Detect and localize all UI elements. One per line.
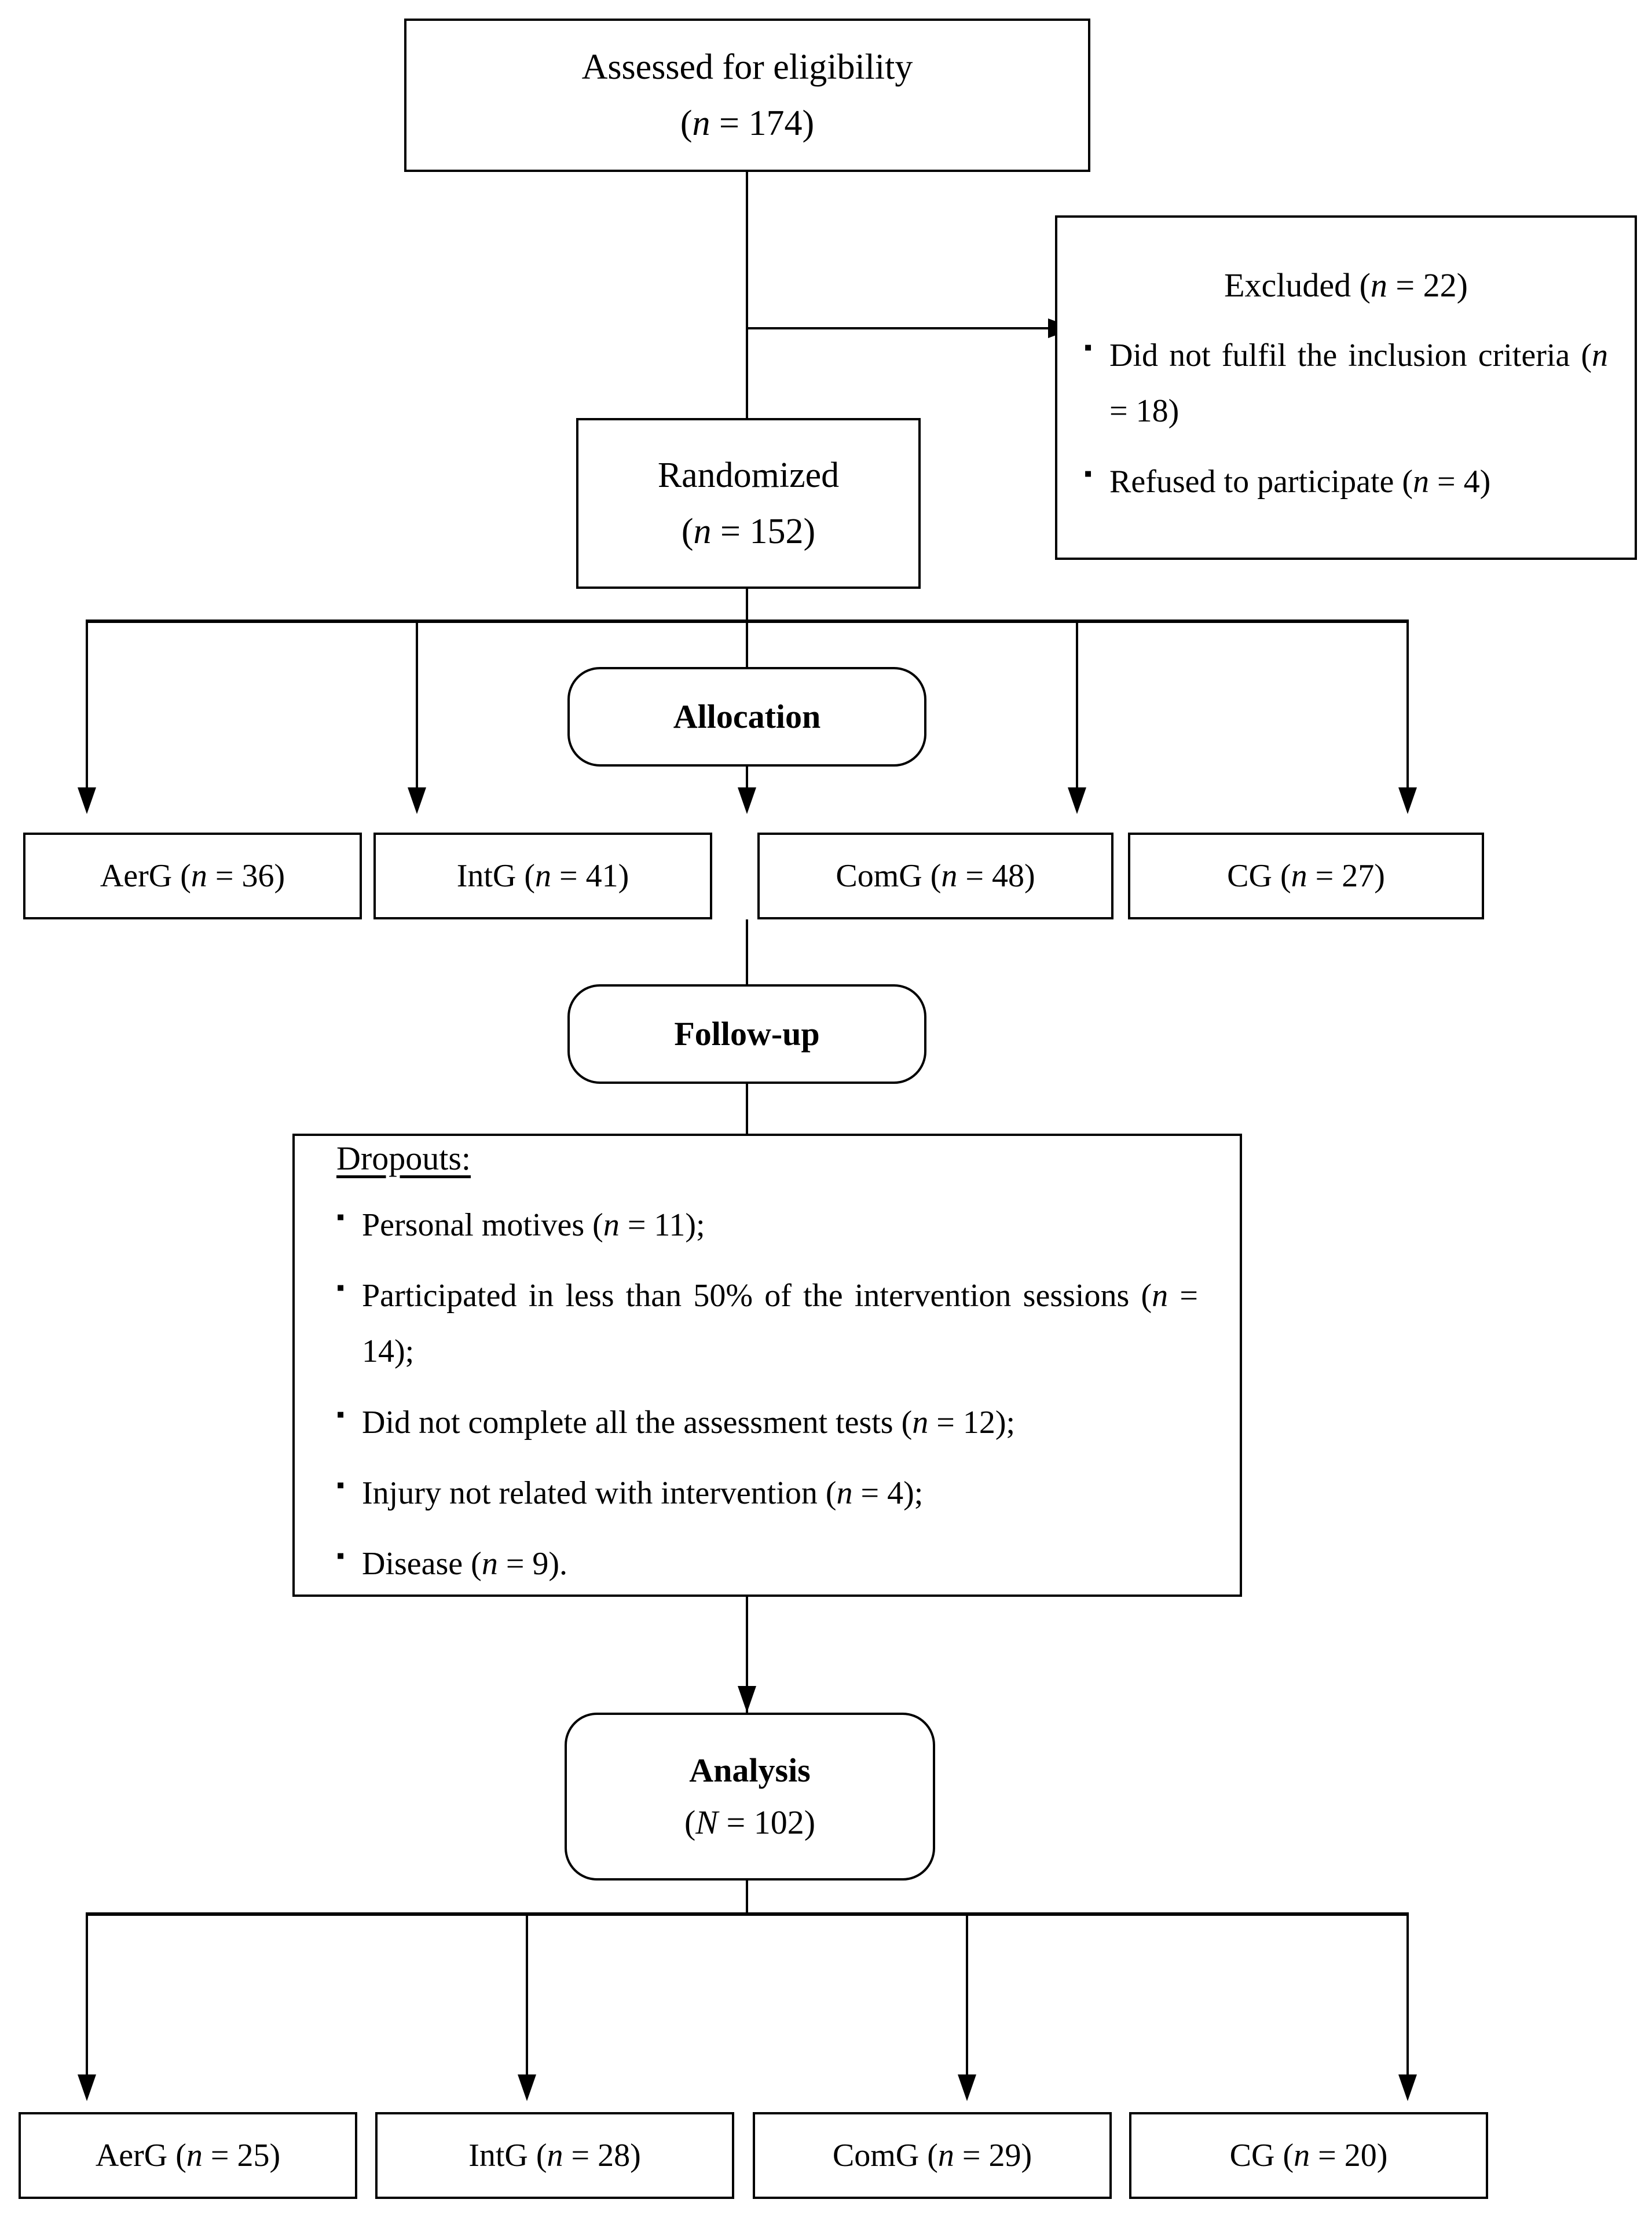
arrowhead-analysis-2 — [518, 2074, 536, 2101]
node-allocation-group-aerg: AerG (n = 36) — [23, 833, 362, 919]
excluded-item: ▪ Refused to participate (n = 4) — [1084, 454, 1608, 509]
allocation-group-label: IntG (n = 41) — [456, 857, 629, 894]
connector-alloc-2 — [416, 620, 418, 793]
connector-analysis-3 — [966, 1912, 968, 2080]
dropouts-item: ▪ Disease (n = 9). — [336, 1536, 1198, 1592]
dropouts-item-text: Personal motives (n = 11); — [362, 1207, 705, 1243]
node-analysis-group-comg: ComG (n = 29) — [753, 2112, 1112, 2199]
square-bullet-icon: ▪ — [336, 1203, 345, 1230]
assessed-count: (n = 174) — [680, 103, 815, 143]
dropouts-item: ▪ Participated in less than 50% of the i… — [336, 1268, 1198, 1380]
square-bullet-icon: ▪ — [336, 1274, 345, 1300]
dropouts-item-text: Did not complete all the assessment test… — [362, 1404, 1016, 1440]
connector-assessed-to-randomized — [746, 172, 748, 418]
randomized-title: Randomized — [657, 456, 840, 496]
stage-allocation: Allocation — [567, 667, 926, 767]
connector-dropouts-to-analysis — [746, 1597, 748, 1713]
node-randomized: Randomized (n = 152) — [576, 418, 921, 589]
allocation-group-label: AerG (n = 36) — [100, 857, 285, 894]
assessed-title: Assessed for eligibility — [581, 47, 913, 87]
connector-analysis-down — [746, 1881, 748, 1914]
connector-analysis-2 — [526, 1912, 528, 2080]
connector-alloc-3 — [1076, 620, 1078, 793]
node-analysis-group-cg: CG (n = 20) — [1129, 2112, 1488, 2199]
node-excluded: Excluded (n = 22) ▪ Did not fulfil the i… — [1055, 215, 1637, 560]
arrowhead-to-analysis — [738, 1686, 756, 1713]
followup-stage-label: Follow-up — [674, 1015, 820, 1053]
dropouts-title: Dropouts: — [336, 1139, 471, 1177]
excluded-item-text: Refused to participate (n = 4) — [1109, 464, 1491, 500]
connector-alloc-center — [746, 620, 748, 670]
square-bullet-icon: ▪ — [1084, 460, 1093, 487]
square-bullet-icon: ▪ — [1084, 333, 1093, 360]
connector-alloc-1 — [86, 620, 88, 793]
square-bullet-icon: ▪ — [336, 1401, 345, 1427]
distribution-bar-analysis — [86, 1912, 1409, 1916]
stage-analysis: Analysis (N = 102) — [565, 1713, 935, 1881]
square-bullet-icon: ▪ — [336, 1542, 345, 1569]
arrowhead-alloc-1 — [78, 787, 96, 814]
connector-followup-to-dropouts — [746, 1084, 748, 1135]
connector-alloc-center-lower — [746, 763, 748, 793]
arrowhead-alloc-2 — [408, 787, 426, 814]
allocation-group-label: ComG (n = 48) — [836, 857, 1035, 894]
dropouts-item-text: Disease (n = 9). — [362, 1546, 568, 1582]
arrowhead-analysis-3 — [958, 2074, 976, 2101]
connector-to-excluded — [746, 327, 1053, 329]
connector-analysis-1 — [86, 1912, 88, 2080]
dropouts-item-text: Participated in less than 50% of the int… — [362, 1277, 1198, 1370]
connector-alloc-4 — [1406, 620, 1409, 793]
node-analysis-group-intg: IntG (n = 28) — [375, 2112, 734, 2199]
node-allocation-group-cg: CG (n = 27) — [1128, 833, 1484, 919]
allocation-group-label: CG (n = 27) — [1227, 857, 1385, 894]
randomized-count: (n = 152) — [681, 511, 816, 551]
node-analysis-group-aerg: AerG (n = 25) — [19, 2112, 357, 2199]
analysis-group-label: AerG (n = 25) — [95, 2137, 281, 2173]
arrowhead-alloc-center — [738, 787, 756, 814]
arrowhead-analysis-1 — [78, 2074, 96, 2101]
node-allocation-group-comg: ComG (n = 48) — [757, 833, 1113, 919]
arrowhead-alloc-3 — [1068, 787, 1086, 814]
dropouts-item: ▪ Did not complete all the assessment te… — [336, 1395, 1198, 1450]
analysis-group-label: CG (n = 20) — [1229, 2137, 1388, 2173]
analysis-group-label: ComG (n = 29) — [832, 2137, 1032, 2173]
excluded-item: ▪ Did not fulfil the inclusion criteria … — [1084, 328, 1608, 439]
arrowhead-alloc-4 — [1398, 787, 1417, 814]
analysis-count: (N = 102) — [684, 1804, 816, 1841]
analysis-group-label: IntG (n = 28) — [468, 2137, 641, 2173]
node-assessed-for-eligibility: Assessed for eligibility (n = 174) — [404, 19, 1090, 172]
excluded-item-text: Did not fulfil the inclusion criteria (n… — [1109, 337, 1608, 429]
allocation-stage-label: Allocation — [673, 698, 821, 736]
dropouts-item-text: Injury not related with intervention (n … — [362, 1475, 924, 1511]
node-allocation-group-intg: IntG (n = 41) — [373, 833, 712, 919]
node-dropouts: Dropouts: ▪ Personal motives (n = 11); ▪… — [292, 1134, 1242, 1597]
connector-groups-to-followup — [746, 919, 748, 984]
connector-analysis-4 — [1406, 1912, 1409, 2080]
square-bullet-icon: ▪ — [336, 1471, 345, 1498]
stage-follow-up: Follow-up — [567, 984, 926, 1084]
analysis-stage-label: Analysis — [689, 1751, 811, 1790]
excluded-title: Excluded (n = 22) — [1224, 266, 1468, 304]
connector-randomized-down — [746, 589, 748, 621]
arrowhead-analysis-4 — [1398, 2074, 1417, 2101]
dropouts-item: ▪ Injury not related with intervention (… — [336, 1465, 1198, 1521]
dropouts-item: ▪ Personal motives (n = 11); — [336, 1197, 1198, 1253]
